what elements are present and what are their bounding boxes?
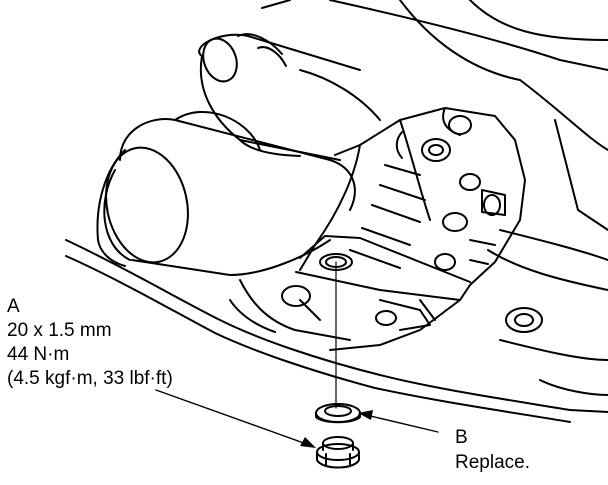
lower-case	[229, 235, 471, 341]
drain-bolt	[316, 436, 360, 469]
callout-a-torque-alt: (4.5 kgf·m, 33 lbf·ft)	[7, 368, 173, 389]
sealing-washer	[315, 403, 361, 424]
callout-a: A 20 x 1.5 mm 44 N·m (4.5 kgf·m, 33 lbf·…	[7, 296, 173, 389]
axle-shaft-housing	[198, 33, 381, 161]
callout-a-leader	[155, 389, 316, 448]
transmission-case	[299, 107, 526, 351]
callout-a-torque-metric: 44 N·m	[7, 344, 69, 365]
callout-a-size: 20 x 1.5 mm	[7, 320, 112, 341]
callout-b-leader	[358, 410, 439, 433]
callout-a-letter: A	[7, 296, 20, 317]
differential-housing	[96, 110, 356, 276]
callout-b: B Replace.	[455, 427, 530, 473]
engine-body-outline	[261, 0, 608, 396]
callout-b-note: Replace.	[455, 452, 530, 473]
callout-b-letter: B	[455, 427, 468, 448]
frame-rail	[65, 239, 608, 423]
